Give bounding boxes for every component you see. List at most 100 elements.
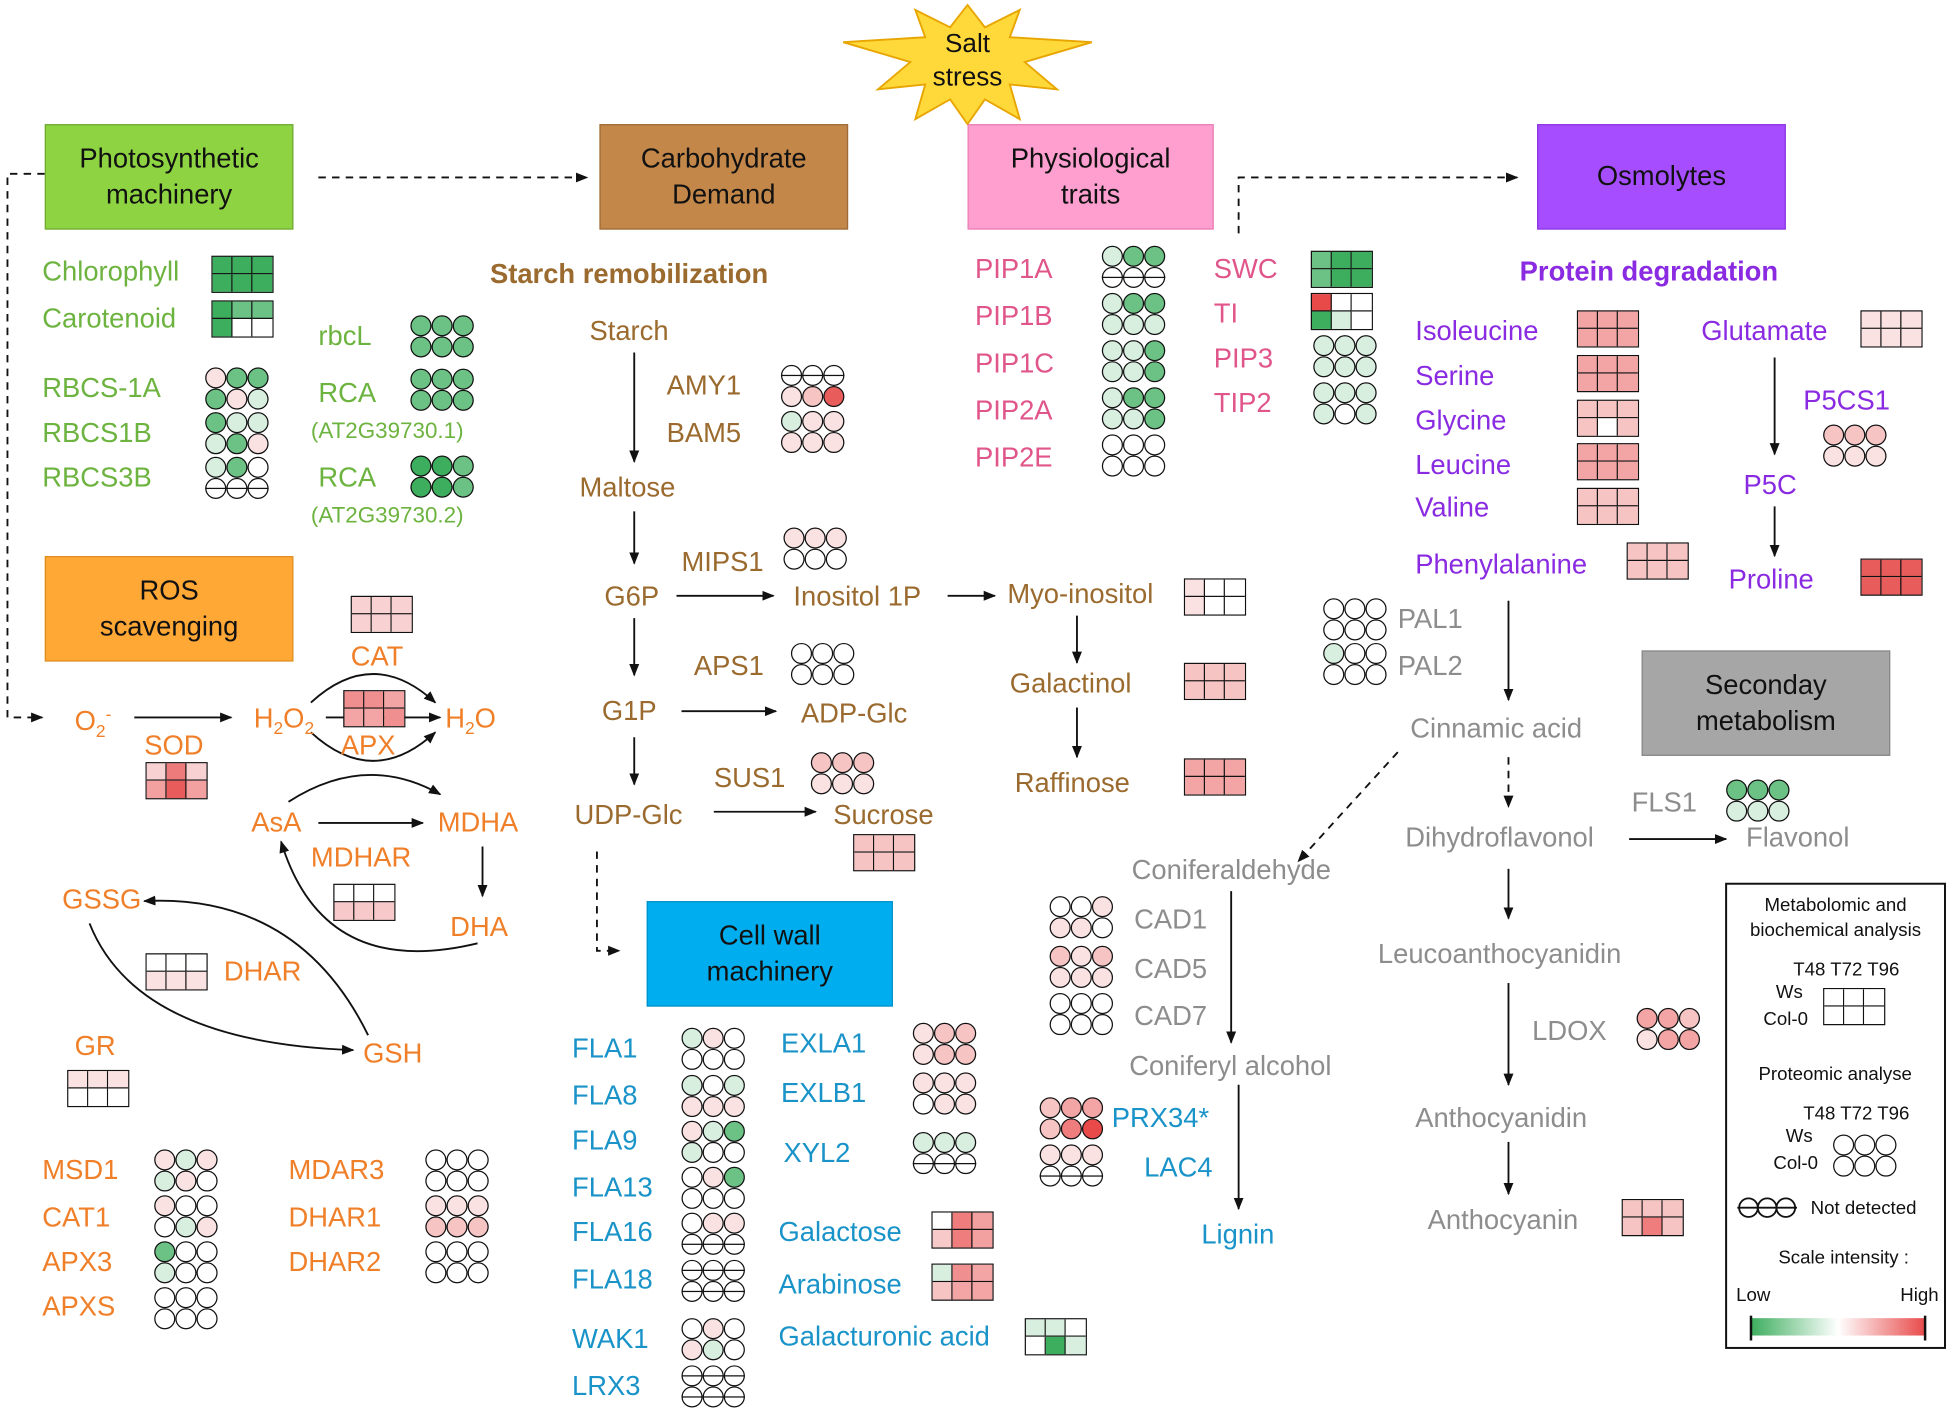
protein-circle [1039,1097,1061,1119]
label-gssg: GSSG [62,883,142,915]
label-hydrogen-peroxide: H2O2 [253,702,315,738]
heatmap-cell [186,954,207,972]
label-gr: GR [74,1030,116,1062]
label-cad7: CAD7 [1134,1000,1208,1032]
protein-circle [1854,1134,1876,1156]
protein-circle [452,336,474,358]
protein-circle [723,1339,745,1361]
protein-circle [802,431,824,454]
heatmap-cell [1578,444,1599,462]
protein-circle [780,431,803,454]
protein-circle [1144,292,1166,315]
protein-circle [912,1153,934,1175]
protein-circle [452,455,474,477]
circles-tip2 [1313,382,1377,425]
protein-circle [425,1195,447,1217]
label-sod: SOD [144,729,204,761]
protein-circle [1844,445,1866,467]
label-dihydroflavonol: Dihydroflavonol [1405,821,1594,853]
heatmap-cell [371,597,392,615]
protein-circle [154,1241,176,1263]
heatmap-cell [1205,597,1225,615]
heatmap-mdhar [333,883,396,921]
heatmap-cell [1598,311,1618,329]
protein-circle [410,336,432,358]
protein-circle [1344,619,1366,641]
protein-circle [1049,896,1071,918]
label-rbcl: rbcL [318,320,372,352]
protein-circle [1313,403,1335,425]
label-galactinol: Galactinol [1009,667,1132,699]
heatmap-cell [932,1230,953,1248]
protein-circle [1122,340,1145,362]
heatmap-cell [166,971,187,990]
carbohydrate-demand-box: Carbohydrate Demand [599,124,849,230]
heatmap-cell [1185,664,1206,682]
heatmap-cell [972,1264,993,1283]
circles-pip1b [1101,292,1166,336]
protein-circle [154,1262,176,1284]
heatmap-arabinose [931,1263,994,1301]
label-exlb1: EXLB1 [780,1077,867,1109]
protein-circle [1081,1165,1104,1187]
protein-circle [912,1131,934,1154]
protein-circle [723,1187,745,1209]
heatmap-myoinositol [1183,578,1247,616]
heatmap-cell [212,256,233,275]
protein-circle [1122,434,1145,456]
label-amy1: AMY1 [666,369,742,401]
heatmap-cell [1844,989,1865,1007]
protein-circle [1070,1014,1092,1036]
heatmap-cell [1617,356,1638,374]
protein-circle [702,1166,724,1188]
protein-circle [833,664,855,686]
protein-circle [431,389,453,411]
label-p5c: P5C [1743,469,1797,501]
protein-circle [1636,1007,1658,1029]
protein-circle [1070,917,1092,939]
heatmap-cell [371,614,392,632]
protein-circle [452,389,474,411]
protein-circle [810,773,832,795]
heatmap-galactinol [1183,662,1247,701]
heatmap-cell [88,1071,109,1089]
heatmap-cell [252,318,273,337]
protein-circle [467,1241,489,1263]
osmolytes-box: Osmolytes [1537,124,1786,230]
protein-circle [1355,356,1377,378]
protein-circle [804,527,826,549]
protein-circle [1060,1165,1082,1187]
protein-circle [702,1095,724,1118]
circles-exlb1 [912,1072,977,1115]
heatmap-cell [1617,506,1638,524]
heatmap-cell [252,256,273,275]
protein-circle [831,773,854,795]
label-proline: Proline [1728,563,1814,595]
heatmap-cell [232,256,253,275]
heatmap-apx [343,690,406,728]
circles-bam5 [780,410,845,454]
circles-fla8 [681,1074,745,1118]
protein-circle [196,1287,218,1309]
protein-circle [681,1280,703,1303]
protein-circle [410,476,432,498]
protein-circle [1323,664,1345,686]
heatmap-cell [1598,444,1618,462]
protein-circle [723,1233,745,1255]
protein-circle [1101,361,1123,383]
heatmap-valine [1576,487,1640,526]
protein-circle [912,1022,934,1044]
protein-circle [410,368,432,390]
protein-circle [1049,1014,1071,1036]
label-prx34: PRX34* [1111,1102,1210,1134]
heatmap-cell [1224,664,1245,682]
protein-circle [825,548,847,570]
heatmap-cell [252,301,273,319]
heatmap-cell [1598,506,1618,524]
heatmap-legend_hm [1823,987,1886,1026]
protein-circle [933,1043,956,1065]
protein-circle [247,477,269,499]
heatmap-cell [1331,251,1352,270]
label-starch: Starch [589,315,669,347]
protein-circle [702,1318,724,1340]
